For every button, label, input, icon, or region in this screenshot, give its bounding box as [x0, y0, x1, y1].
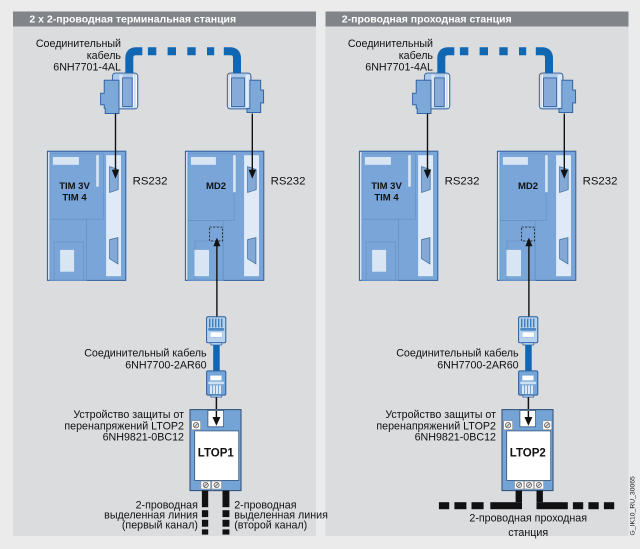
svg-text:кабель: кабель: [87, 50, 122, 62]
svg-text:G_IK10_RU_30065: G_IK10_RU_30065: [630, 476, 637, 536]
svg-text:RS232: RS232: [271, 175, 306, 187]
svg-text:6NH9821-0BC12: 6NH9821-0BC12: [103, 431, 184, 443]
svg-text:MD2: MD2: [206, 181, 226, 192]
svg-text:выделенная линия: выделенная линия: [234, 509, 328, 521]
svg-text:2-проводная проходная: 2-проводная проходная: [469, 512, 587, 524]
svg-text:2 x 2-проводная терминальная с: 2 x 2-проводная терминальная станция: [29, 14, 236, 26]
svg-text:2-проводная проходная станция: 2-проводная проходная станция: [342, 14, 512, 26]
svg-text:LTOP2: LTOP2: [510, 448, 546, 460]
svg-text:RS232: RS232: [133, 175, 168, 187]
svg-text:перенапряжений LTOP2: перенапряжений LTOP2: [64, 420, 184, 432]
svg-text:6NH7700-2AR60: 6NH7700-2AR60: [125, 359, 206, 371]
svg-text:Соединительный кабель: Соединительный кабель: [84, 347, 207, 359]
svg-text:6NH7701-4AL: 6NH7701-4AL: [53, 62, 121, 74]
svg-text:(второй канал): (второй канал): [234, 520, 307, 532]
svg-text:TIM 4: TIM 4: [62, 192, 87, 203]
svg-text:2-проводная: 2-проводная: [234, 500, 297, 512]
svg-text:(первый канал): (первый канал): [122, 520, 198, 532]
svg-text:станция: станция: [508, 527, 548, 539]
svg-text:2-проводная: 2-проводная: [136, 500, 199, 512]
svg-text:выделенная линия: выделенная линия: [104, 509, 198, 521]
svg-text:LTOP1: LTOP1: [198, 448, 235, 460]
svg-text:Устройство защиты от: Устройство защиты от: [73, 409, 184, 421]
svg-text:Соединительный: Соединительный: [36, 38, 121, 50]
svg-text:TIM 3V: TIM 3V: [59, 181, 90, 192]
